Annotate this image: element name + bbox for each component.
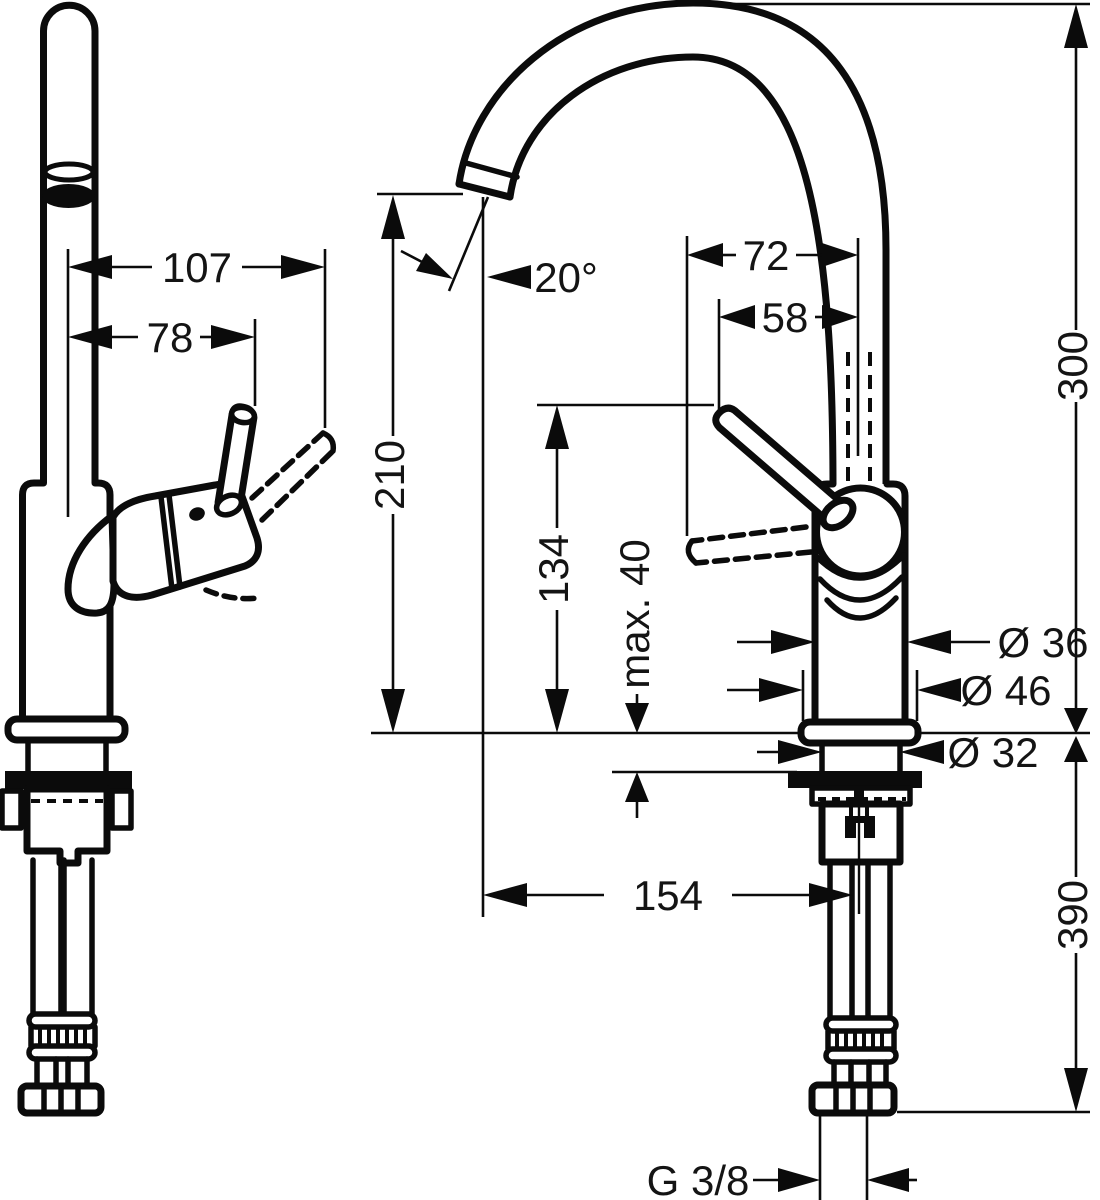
dim-390-label: 390 (1049, 880, 1096, 950)
aerator (42, 184, 95, 208)
dim-dia36: Ø 36 (737, 619, 1089, 666)
supply-hoses (827, 859, 893, 1021)
left-view (0, 1, 337, 1117)
escutcheon-joint-line-2 (166, 492, 183, 590)
spout-tube-fill (43, 5, 95, 485)
angle-leader-line (400, 249, 425, 265)
dim-thread-label: G 3/8 (647, 1157, 750, 1200)
stud-foot-right (864, 823, 875, 838)
hose-corrugation (825, 1028, 897, 1052)
hose-collar-2 (823, 1046, 899, 1065)
handle-dashed-cap (320, 430, 337, 454)
escutcheon-joint-line (158, 494, 175, 592)
hose-collar (26, 1011, 98, 1030)
handle-dashed-edge (249, 430, 326, 501)
dim-390: 390 (1049, 736, 1096, 1112)
dim-max40-label: max. 40 (611, 539, 658, 688)
dim-58: 58 (719, 294, 858, 341)
shank-block (818, 800, 904, 866)
dim-dia36-label: Ø 36 (997, 619, 1088, 666)
base-flange (4, 715, 129, 744)
dim-thread: G 3/8 (647, 1157, 917, 1200)
gooseneck-fill (459, 3, 886, 490)
dim-210-label: 210 (366, 440, 413, 510)
dim-134: 134 (530, 405, 577, 733)
extension-lines (66, 2, 1090, 1200)
handle-swing-dashed (203, 430, 337, 602)
nut-wing-right (109, 788, 134, 831)
handle-button (189, 507, 205, 521)
dim-107-label: 107 (162, 244, 232, 291)
dim-dia32-label: Ø 32 (947, 729, 1038, 776)
left-mounting-hardware (0, 715, 134, 1117)
dim-dia32: Ø 32 (757, 729, 1039, 776)
washer (788, 771, 922, 788)
dim-210: 210 (366, 195, 413, 733)
handle-dashed-edge-2 (259, 448, 336, 523)
dim-20deg-label: 20° (534, 254, 598, 301)
aerator-rim (42, 161, 96, 183)
nut-wing-left (0, 788, 24, 831)
handle-lever-base (213, 492, 245, 518)
underlay-reference-lines (371, 731, 1090, 1114)
ball-joint-ring-2 (817, 574, 905, 603)
dim-78-label: 78 (147, 314, 194, 361)
ball-joint-ring (814, 552, 907, 581)
stud-foot-left (845, 823, 856, 838)
right-view (455, 0, 922, 1117)
handle-dashed-edge-2 (693, 549, 814, 566)
dim-78: 78 (68, 314, 255, 361)
dim-107: 107 (68, 244, 325, 291)
washer (5, 771, 132, 789)
body-transition (64, 512, 118, 617)
supply-hoses (30, 857, 95, 1017)
hose-tails (831, 1059, 889, 1088)
angle-leader-arrow (416, 253, 453, 279)
ball-joint-ring-3 (824, 595, 899, 621)
spout-tube-outline (40, 1, 99, 488)
spout-tip-face (455, 180, 514, 201)
dim-154: 154 (483, 872, 853, 919)
dimension-annotations: 107 78 20° 72 58 (66, 2, 1096, 1200)
hose-collar (823, 1015, 899, 1034)
dim-58-label: 58 (762, 294, 809, 341)
handle-dashed-bottom (203, 587, 261, 602)
dim-134-label: 134 (530, 534, 577, 604)
handle-dashed-cap (685, 538, 699, 566)
hose-collar-2 (26, 1043, 98, 1062)
mounting-nut (23, 785, 111, 867)
dim-max40: max. 40 (611, 539, 658, 818)
spout-tip-band (463, 160, 520, 180)
handle-lever (712, 404, 847, 526)
dim-dia46-label: Ø 46 (960, 667, 1051, 714)
handle-lever-tip (228, 404, 258, 426)
dim-154-label: 154 (633, 872, 703, 919)
dim-20deg: 20° (487, 254, 598, 301)
handle-socket (819, 496, 857, 532)
right-mounting-hardware (788, 718, 922, 1117)
nut-slot (854, 788, 864, 804)
hose-corrugation (28, 1024, 98, 1049)
base-flange (797, 718, 922, 747)
dim-300: 300 (1049, 4, 1096, 734)
handle-dashed-edge (689, 524, 809, 544)
dim-72-label: 72 (743, 232, 790, 279)
gooseneck-outer (455, 0, 890, 494)
hose-tails (34, 1056, 90, 1089)
dim-dia46: Ø 46 (727, 667, 1052, 714)
dim-72: 72 (687, 232, 858, 279)
dim-300-label: 300 (1049, 331, 1096, 401)
handle-swing-dashed (685, 524, 814, 566)
outlet-axis-line (447, 196, 490, 292)
